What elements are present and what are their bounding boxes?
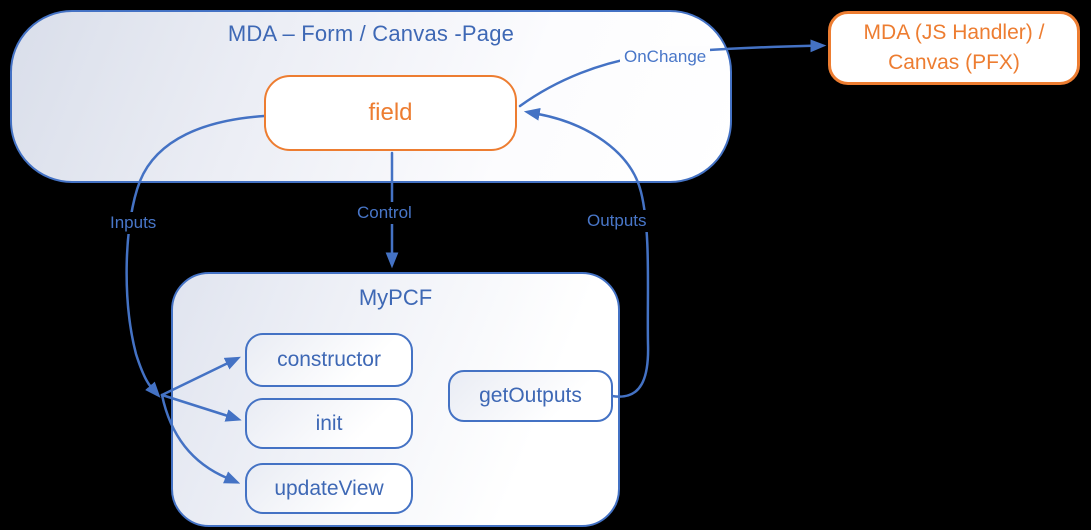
outputs-edge-label: Outputs [583, 210, 651, 232]
handler-label-line1: MDA (JS Handler) / [863, 20, 1045, 44]
control-edge-label: Control [353, 202, 416, 224]
init-box: init [245, 398, 413, 449]
init-label: init [315, 411, 343, 435]
outputs-arrow [523, 108, 650, 398]
mda-js-handler-canvas-pfx-box: MDA (JS Handler) / Canvas (PFX) [828, 11, 1080, 85]
inputs-branch-updateview-arrow [160, 393, 241, 484]
inputs-branch-init-arrow [160, 393, 242, 422]
mda-form-canvas-page-title: MDA – Form / Canvas -Page [227, 21, 515, 46]
mypcf-title: MyPCF [358, 285, 433, 310]
updateview-label: updateView [274, 476, 384, 500]
getoutputs-label: getOutputs [479, 384, 582, 407]
inputs-edge-label: Inputs [106, 212, 161, 234]
handler-label-line2: Canvas (PFX) [888, 51, 1020, 74]
field-label: field [368, 99, 413, 126]
constructor-box: constructor [245, 333, 413, 387]
inputs-branch-constructor-arrow [160, 356, 241, 397]
field-box: field [264, 75, 517, 151]
getoutputs-box: getOutputs [448, 370, 613, 422]
inputs-arrow [125, 114, 266, 398]
mda-form-canvas-page-box: MDA – Form / Canvas -Page [10, 10, 732, 183]
onchange-edge-label: OnChange [620, 46, 711, 68]
updateview-box: updateView [245, 463, 413, 514]
constructor-label: constructor [277, 348, 381, 371]
